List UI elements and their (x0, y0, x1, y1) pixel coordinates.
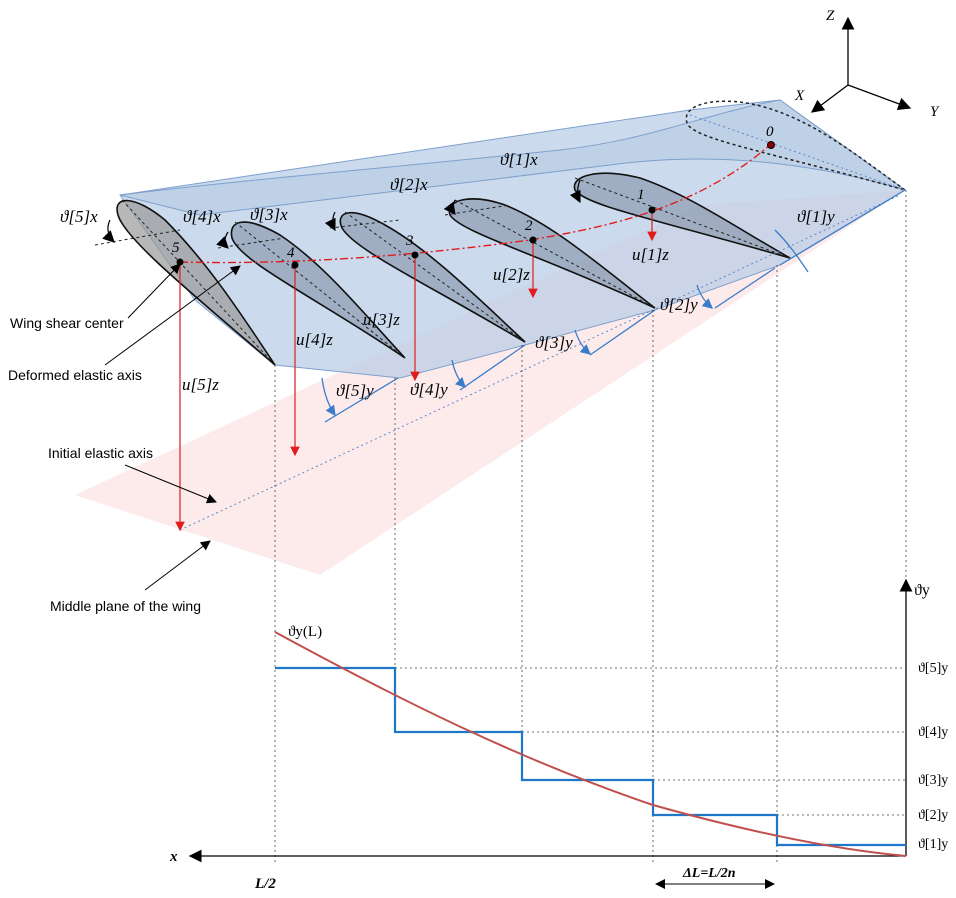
plot-y-axis-label: ϑy (914, 582, 930, 599)
disp-label-3: u[3]z (363, 310, 400, 329)
node-label-1: 1 (637, 187, 645, 203)
disp-label-1: u[1]z (632, 245, 669, 264)
z-axis-label: Z (826, 8, 835, 24)
twist-x-arc-5 (102, 219, 115, 243)
twist-y-arc-2 (696, 284, 713, 309)
chord-1 (574, 177, 791, 259)
x-axis-label: X (794, 88, 805, 104)
deformed-axis-label: Deformed elastic axis (8, 367, 142, 383)
twist-y-label-2: ϑ[2]y (660, 295, 698, 314)
chord-3 (344, 211, 526, 343)
twist-x-label-5: ϑ[5]x (60, 207, 98, 226)
level-label-2: ϑ[2]y (918, 808, 948, 823)
x-end-label: L/2 (254, 876, 276, 892)
twist-x-arc-3 (324, 211, 336, 232)
twist-y-label-3: ϑ[3]y (535, 333, 573, 352)
twist-x-arc-1 (569, 179, 581, 204)
twist-x-label-4: ϑ[4]x (183, 207, 221, 226)
level-label-5: ϑ[5]y (918, 661, 948, 676)
twist-y-arc-1 (774, 229, 809, 273)
node-label-2: 2 (525, 218, 533, 234)
twist-y-arc-4 (451, 359, 466, 388)
step-function (275, 666, 906, 847)
twist-x-arc-4 (216, 231, 229, 249)
deformed-axis-arrow (104, 265, 241, 366)
chord-4 (234, 221, 406, 359)
twist-y-arc-5 (321, 377, 336, 417)
middle-plane-arrow (144, 540, 211, 591)
node-dot-2 (529, 236, 537, 244)
node-dot-4 (291, 261, 299, 269)
ref-x-4 (217, 237, 286, 249)
node-label-3: 3 (405, 233, 414, 249)
level-label-4: ϑ[4]y (918, 725, 948, 740)
twist-y-label-4: ϑ[4]y (410, 380, 448, 399)
twist-y-line-2 (714, 267, 776, 309)
x-axis (810, 84, 849, 113)
chord-2 (454, 199, 656, 309)
middle-plane-label: Middle plane of the wing (50, 598, 201, 614)
shear-center-arrow (127, 263, 181, 319)
deformed-elastic-axis (179, 144, 771, 264)
delta-label: ΔL=L/2n (682, 866, 736, 881)
node-dot-3 (411, 251, 419, 259)
airfoil-4 (230, 221, 406, 359)
initial-elastic-axis (179, 194, 901, 531)
level-label-3: ϑ[3]y (918, 773, 948, 788)
twist-y-line-5 (324, 377, 399, 423)
twist-y-line-4 (459, 344, 526, 391)
twist-x-label-3: ϑ[3]x (250, 205, 288, 224)
root-airfoil (685, 100, 906, 191)
level-label-1: ϑ[1]y (918, 837, 948, 852)
curve-label: ϑy(L) (288, 624, 322, 640)
chord-5 (121, 199, 276, 366)
node-label-5: 5 (172, 240, 180, 256)
twist-y-line-1 (779, 189, 906, 266)
shear-center-label: Wing shear center (10, 315, 124, 331)
twist-x-label-1: ϑ[1]x (500, 150, 538, 169)
ref-x-2 (444, 204, 511, 216)
node-label-0: 0 (766, 124, 774, 140)
initial-axis-arrow (124, 464, 217, 504)
node-label-4: 4 (287, 245, 295, 261)
plot-x-axis-label: x (169, 849, 178, 865)
twist-y-label-5: ϑ[5]y (336, 381, 374, 400)
disp-label-2: u[2]z (493, 265, 530, 284)
node-dot-0 (767, 141, 775, 149)
y-axis-label: Y (930, 104, 940, 120)
airfoil-5 (116, 199, 276, 366)
initial-axis-label: Initial elastic axis (48, 445, 153, 461)
twist-y-arc-3 (574, 329, 591, 355)
twist-x-arc-2 (443, 199, 456, 215)
continuous-curve (274, 631, 907, 857)
disp-label-4: u[4]z (296, 330, 333, 349)
node-dot-1 (648, 206, 656, 214)
twist-x-label-2: ϑ[2]x (390, 175, 428, 194)
y-axis (847, 84, 912, 111)
twist-y-line-3 (589, 309, 656, 356)
twist-y-label-1: ϑ[1]y (797, 207, 835, 226)
disp-label-5: u[5]z (182, 375, 219, 394)
airfoil-1 (573, 172, 791, 259)
